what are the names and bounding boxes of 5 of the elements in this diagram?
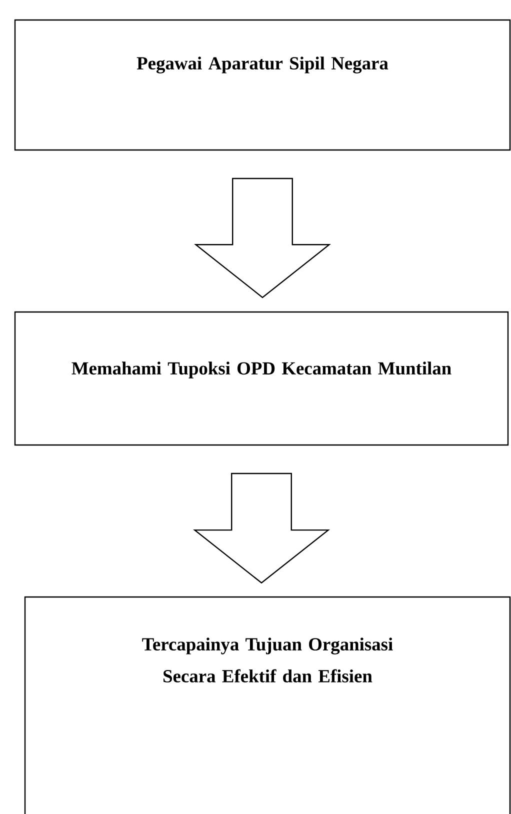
block-arrow xyxy=(194,178,331,298)
process-box: Tercapainya Tujuan Organisasi Secara Efektif dan Efisien xyxy=(24,596,511,814)
process-box: Memahami Tupoksi OPD Kecamatan Muntilan xyxy=(14,311,509,446)
block-arrow xyxy=(193,472,330,584)
process-box: Pegawai Aparatur Sipil Negara xyxy=(14,19,511,151)
